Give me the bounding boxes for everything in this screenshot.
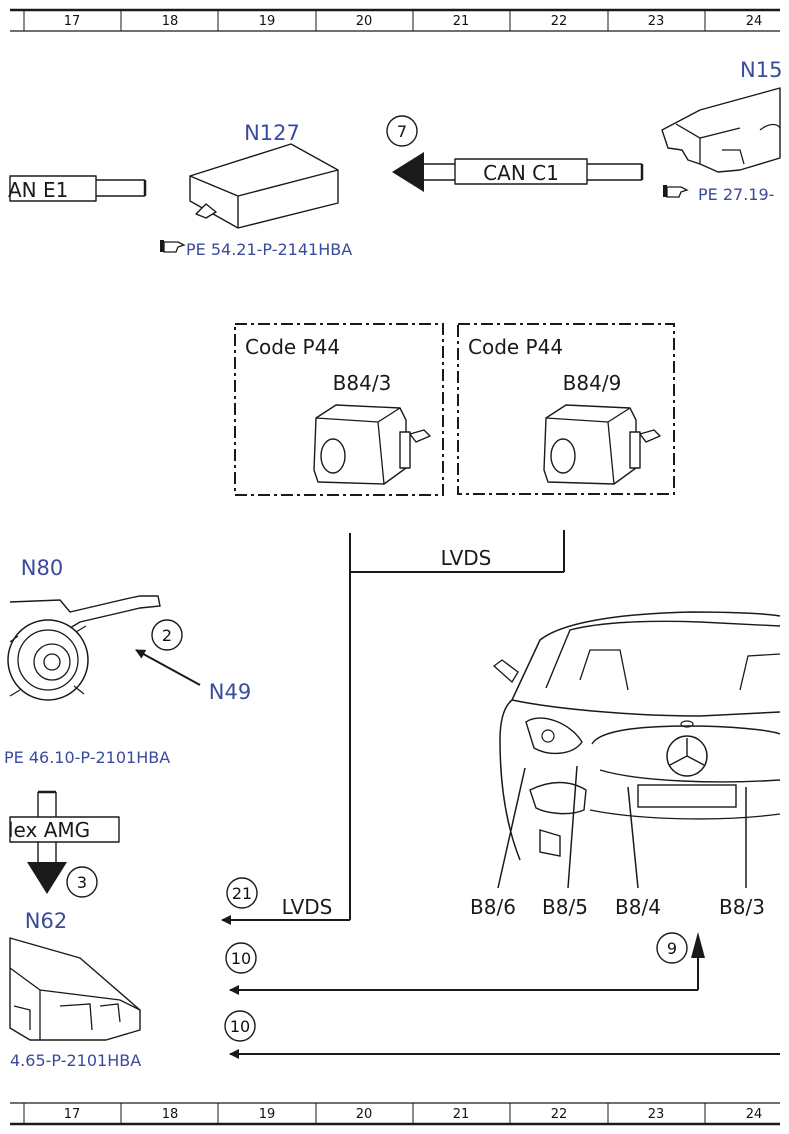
lvds-top-label: LVDS xyxy=(441,546,492,570)
lvds-wiring: LVDS LVDS xyxy=(221,530,565,925)
n80-ref[interactable]: PE 46.10-P-2101HBA xyxy=(4,748,170,767)
n15-ref[interactable]: PE 27.19- xyxy=(698,185,774,204)
ruler-bottom-23: 23 xyxy=(648,1107,665,1122)
can-e1-label: AN E1 xyxy=(8,178,68,202)
callout-10-lower: 10 xyxy=(224,1010,256,1042)
can-c1-label: CAN C1 xyxy=(483,161,559,185)
ruler-top-23: 23 xyxy=(648,14,665,29)
n15-label: N15 xyxy=(740,58,782,82)
n62-module: N62 4.65-P-2101HBA xyxy=(9,909,141,1070)
b84-3-label: B84/3 xyxy=(333,371,392,395)
ruler-bottom-24: 24 xyxy=(746,1107,763,1122)
signal-line-10-upper xyxy=(229,932,705,995)
b84-9-camera-group: Code P44 B84/9 xyxy=(457,323,675,495)
bottom-ruler: 17 18 19 20 21 22 23 24 xyxy=(10,1102,780,1126)
callout-10-lower-text: 10 xyxy=(230,1017,250,1036)
callout-21: 21 xyxy=(226,877,258,909)
n80-module: N80 PE 46.10-P-2101HBA xyxy=(4,556,170,767)
pointing-hand-icon xyxy=(160,240,186,253)
callout-2-text: 2 xyxy=(162,626,172,645)
ruler-bottom-22: 22 xyxy=(551,1107,568,1122)
callout-2: 2 xyxy=(151,619,183,651)
ruler-top-22: 22 xyxy=(551,14,568,29)
b84-3-code-label: Code P44 xyxy=(245,335,340,359)
callout-7: 7 xyxy=(386,115,418,147)
b8-5-label: B8/5 xyxy=(542,895,588,919)
ruler-bottom-20: 20 xyxy=(356,1107,373,1122)
n62-ref[interactable]: 4.65-P-2101HBA xyxy=(10,1051,141,1070)
n62-label: N62 xyxy=(25,909,67,933)
ruler-top-19: 19 xyxy=(259,14,276,29)
ruler-top-20: 20 xyxy=(356,14,373,29)
vehicle-front-view: B8/6 B8/5 B8/4 B8/3 xyxy=(470,611,781,919)
ruler-top-24: 24 xyxy=(746,14,763,29)
callout-10-upper: 10 xyxy=(225,942,257,974)
can-e1-bus: AN E1 xyxy=(8,175,147,202)
n15-module: N15 PE 27.19- xyxy=(661,58,782,204)
ruler-top-21: 21 xyxy=(453,14,470,29)
b8-3-label: B8/3 xyxy=(719,895,765,919)
ruler-top-18: 18 xyxy=(162,14,179,29)
b8-6-label: B8/6 xyxy=(470,895,516,919)
n127-ref[interactable]: PE 54.21-P-2141HBA xyxy=(186,240,352,259)
n127-module: N127 PE 54.21-P-2141HBA xyxy=(160,121,352,259)
callout-9-text: 9 xyxy=(667,939,677,958)
b84-3-camera-group: Code P44 B84/3 xyxy=(234,323,444,496)
callout-9: 9 xyxy=(656,932,688,964)
callout-7-text: 7 xyxy=(397,122,407,141)
b84-9-label: B84/9 xyxy=(563,371,622,395)
can-c1-bus: CAN C1 xyxy=(392,152,644,192)
callout-10-upper-text: 10 xyxy=(231,949,251,968)
b84-3-camera xyxy=(313,404,431,485)
callout-21-text: 21 xyxy=(232,884,252,903)
n49-label: N49 xyxy=(209,680,251,704)
pointing-hand-icon xyxy=(663,185,689,198)
ruler-bottom-19: 19 xyxy=(259,1107,276,1122)
b84-9-camera xyxy=(543,404,661,485)
callout-3: 3 xyxy=(66,866,98,898)
b84-9-code-label: Code P44 xyxy=(468,335,563,359)
top-ruler: 17 18 19 20 21 22 23 24 xyxy=(10,8,780,32)
flexray-amg-bus: lex AMG xyxy=(8,790,120,894)
ruler-bottom-17: 17 xyxy=(64,1107,81,1122)
ruler-top-17: 17 xyxy=(64,14,81,29)
n80-label: N80 xyxy=(21,556,63,580)
b8-4-label: B8/4 xyxy=(615,895,661,919)
n127-label: N127 xyxy=(244,121,300,145)
lvds-bottom-label: LVDS xyxy=(282,895,333,919)
flex-amg-label: lex AMG xyxy=(8,818,90,842)
callout-3-text: 3 xyxy=(77,873,87,892)
n49-pointer: N49 xyxy=(135,649,251,704)
ruler-bottom-18: 18 xyxy=(162,1107,179,1122)
ruler-bottom-21: 21 xyxy=(453,1107,470,1122)
